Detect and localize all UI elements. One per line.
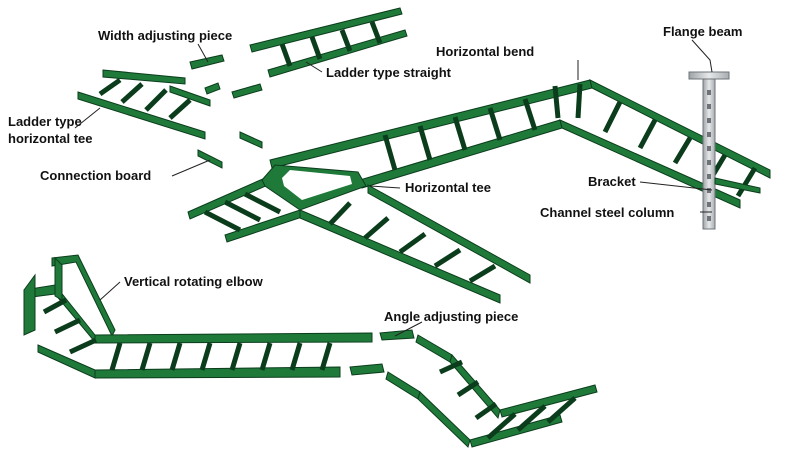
label-bracket: Bracket — [588, 174, 636, 189]
ladder-straight-top — [249, 7, 408, 78]
ladder-horizontal-tee — [77, 69, 211, 140]
horizontal-bend — [552, 79, 771, 209]
label-ladder-type-horizontal-tee-line1: Ladder type — [8, 114, 82, 129]
support-column — [688, 71, 761, 230]
label-connection-board: Connection board — [40, 168, 151, 183]
width-adjusting-piece — [189, 54, 225, 95]
label-vertical-rotating-elbow: Vertical rotating elbow — [124, 274, 264, 289]
label-flange-beam: Flange beam — [663, 24, 742, 39]
connector-pieces — [197, 83, 263, 169]
horizontal-tee-assembly — [187, 79, 593, 304]
leader-lines — [74, 39, 713, 337]
label-ladder-type-straight: Ladder type straight — [326, 65, 452, 80]
label-horizontal-bend: Horizontal bend — [436, 44, 534, 59]
vertical-rotating-elbow — [23, 254, 373, 379]
label-angle-adjusting-piece: Angle adjusting piece — [384, 309, 518, 324]
label-width-adjusting-piece: Width adjusting piece — [98, 28, 232, 43]
label-channel-steel-column: Channel steel column — [540, 205, 674, 220]
label-horizontal-tee: Horizontal tee — [405, 180, 491, 195]
labels: Width adjusting piece Ladder type straig… — [8, 24, 742, 324]
label-ladder-type-horizontal-tee-line2: horizontal tee — [8, 131, 93, 146]
angle-adjusting-assembly — [349, 329, 598, 448]
